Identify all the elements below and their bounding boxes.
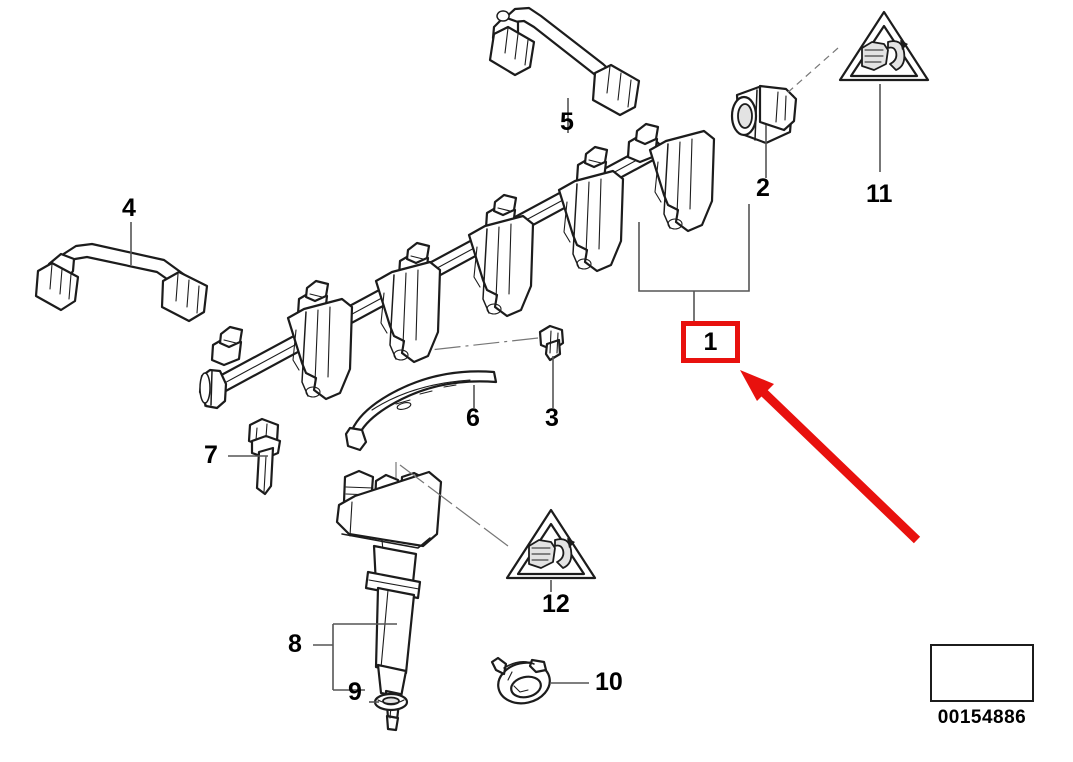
injector-retaining-clip [374,260,442,364]
fuel-line-left [34,242,209,323]
callout-label-12[interactable]: 12 [542,590,570,618]
warning-hand-glyph [528,538,575,569]
replace-part-warning-icon [505,508,597,580]
callout-label-9[interactable]: 9 [348,678,362,706]
callout-label-2[interactable]: 2 [756,174,770,202]
callout-label-7[interactable]: 7 [204,441,218,469]
rail-boss [210,325,244,367]
leader-lines [130,47,881,703]
fuel-rail-assembly [198,122,716,410]
injector-retaining-clip [467,214,535,318]
callout-label-5[interactable]: 5 [560,108,574,136]
callout-label-3[interactable]: 3 [545,404,559,432]
locating-dowel-pin [247,417,282,496]
injector-hold-down-clip [490,656,551,705]
fuel-pressure-sensor [730,84,798,145]
callout-label-6[interactable]: 6 [466,404,480,432]
callout-label-10[interactable]: 10 [595,668,623,696]
injector-retaining-clip [557,169,625,273]
curved-rail-bracket [344,370,498,452]
hex-bolt [538,324,565,362]
callout-label-4[interactable]: 4 [122,194,136,222]
replace-part-warning-icon [838,10,930,82]
piezo-fuel-injector [335,469,443,732]
callout-label-11[interactable]: 11 [866,180,893,208]
diagram-id-block: 00154886 [930,644,1034,729]
annotation-arrow [740,370,921,544]
warning-hand-glyph [861,40,908,71]
diagram-id-number: 00154886 [937,707,1027,728]
callout-label-8[interactable]: 8 [288,630,302,658]
callout-label-1-highlighted[interactable]: 1 [681,321,740,363]
injector-retaining-clip [648,129,716,233]
injector-retaining-clip [286,297,354,401]
fuel-line-top [488,6,641,117]
rail-boss [626,122,660,164]
injector-seal-ring [373,692,409,712]
direction-arrow-icon-frame [930,644,1034,702]
